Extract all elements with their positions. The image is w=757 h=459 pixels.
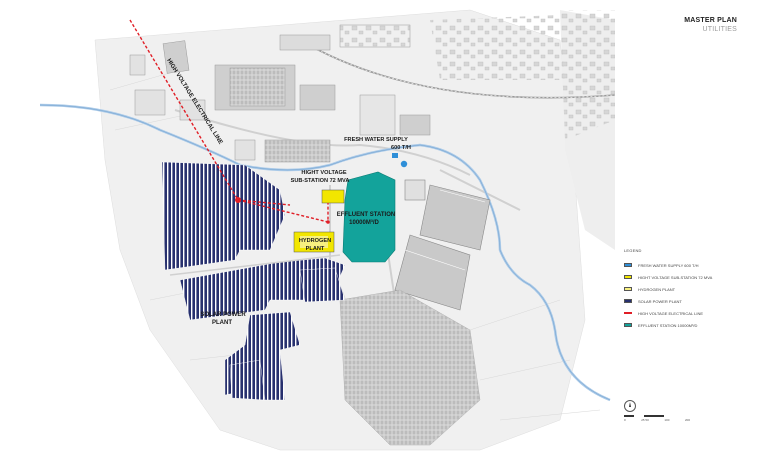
legend-label: EFFLUENT STATION 10000M³/D xyxy=(638,322,698,328)
scale-labels: 0 25 50 100 200 xyxy=(624,418,690,422)
legend-item: HIGH VOLTAGE ELECTRICAL LINE xyxy=(624,307,749,319)
label-effluent-1: EFFLUENT STATION xyxy=(337,212,395,218)
scale-bar xyxy=(624,415,664,417)
label-hydrogen-2: PLANT xyxy=(306,246,325,252)
scale-label: 0 xyxy=(624,418,626,422)
legend-label: FRESH WATER SUPPLY 600 T/H xyxy=(638,262,699,268)
legend-swatch xyxy=(624,323,632,327)
scale-label: 100 xyxy=(664,418,670,422)
legend-heading: LEGEND xyxy=(624,248,642,253)
legend-label: HIGHT VOLTAGE SUB-STATION 72 MVA xyxy=(638,274,713,280)
parking-area xyxy=(339,289,481,446)
legend-label: HYDROGEN PLANT xyxy=(638,286,676,292)
north-arrow-icon xyxy=(624,400,636,412)
label-hydrogen-1: HYDROGEN xyxy=(299,238,331,244)
hv-line xyxy=(129,19,329,223)
label-fresh-water-2: 600 T/H xyxy=(391,145,411,151)
legend-label: HIGH VOLTAGE ELECTRICAL LINE xyxy=(638,310,704,316)
legend-item: HYDROGEN PLANT xyxy=(624,283,749,295)
existing-buildings xyxy=(129,24,431,163)
legend-item: EFFLUENT STATION 10000M³/D xyxy=(624,319,749,331)
label-effluent-2: 10000M³/D xyxy=(349,219,379,226)
legend-swatch xyxy=(624,263,632,267)
legend-item: FRESH WATER SUPPLY 600 T/H xyxy=(624,259,749,271)
legend-swatch xyxy=(624,275,632,279)
title-main: MASTER PLAN xyxy=(684,17,737,24)
label-hv-sub-2: SUB-STATION 72 MVA xyxy=(291,178,350,184)
effluent-station xyxy=(342,171,396,263)
label-solar-1: SOLAR POWER xyxy=(200,312,246,318)
hv-substation xyxy=(321,189,345,204)
label-fresh-water-1: FRESH WATER SUPPLY xyxy=(344,137,408,143)
scale-bar-block: 0 25 50 100 200 xyxy=(624,400,704,430)
label-hv-sub-1: HIGHT VOLTAGE xyxy=(301,170,346,176)
legend: LEGEND FRESH WATER SUPPLY 600 T/H HIGHT V… xyxy=(624,248,749,331)
scale-label: 200 xyxy=(684,418,690,422)
title-block: MASTER PLAN UTILITIES xyxy=(684,16,737,34)
legend-item: HIGHT VOLTAGE SUB-STATION 72 MVA xyxy=(624,271,749,283)
legend-swatch xyxy=(624,287,632,291)
label-solar-2: PLANT xyxy=(212,320,232,326)
legend-swatch xyxy=(624,312,632,314)
warehouses xyxy=(394,179,491,311)
legend-label: SOLAR POWER PLANT xyxy=(638,298,682,304)
scale-label: 25 50 xyxy=(641,418,649,422)
title-sub: UTILITIES xyxy=(702,26,737,33)
legend-swatch xyxy=(624,299,632,303)
legend-item: SOLAR POWER PLANT xyxy=(624,295,749,307)
fresh-water-point xyxy=(400,160,408,168)
solar-power-plant xyxy=(161,161,346,401)
